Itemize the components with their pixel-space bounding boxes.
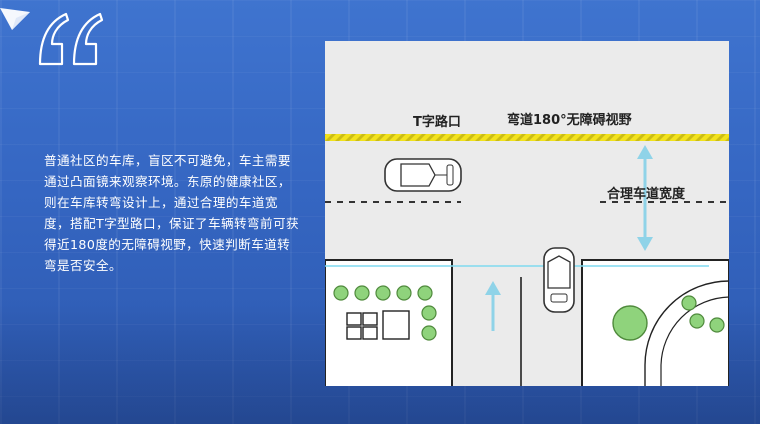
t-junction-label: T字路口: [413, 111, 461, 130]
car-vertical: [544, 248, 574, 312]
lane-width-label: 合理车道宽度: [607, 183, 685, 202]
hazard-stripe: [325, 134, 729, 141]
quote-icon: [30, 10, 110, 72]
car-horizontal: [385, 159, 461, 191]
garage-diagram-drawing: [325, 41, 729, 386]
view-label: 弯道180°无障碍视野: [507, 109, 632, 128]
driving-direction-arrow: [485, 281, 501, 331]
garage-diagram: T字路口 弯道180°无障碍视野 合理车道宽度: [325, 41, 729, 386]
description-text: 普通社区的车库，盲区不可避免，车主需要通过凸面镜来观察环境。东原的健康社区，则在…: [44, 150, 302, 276]
